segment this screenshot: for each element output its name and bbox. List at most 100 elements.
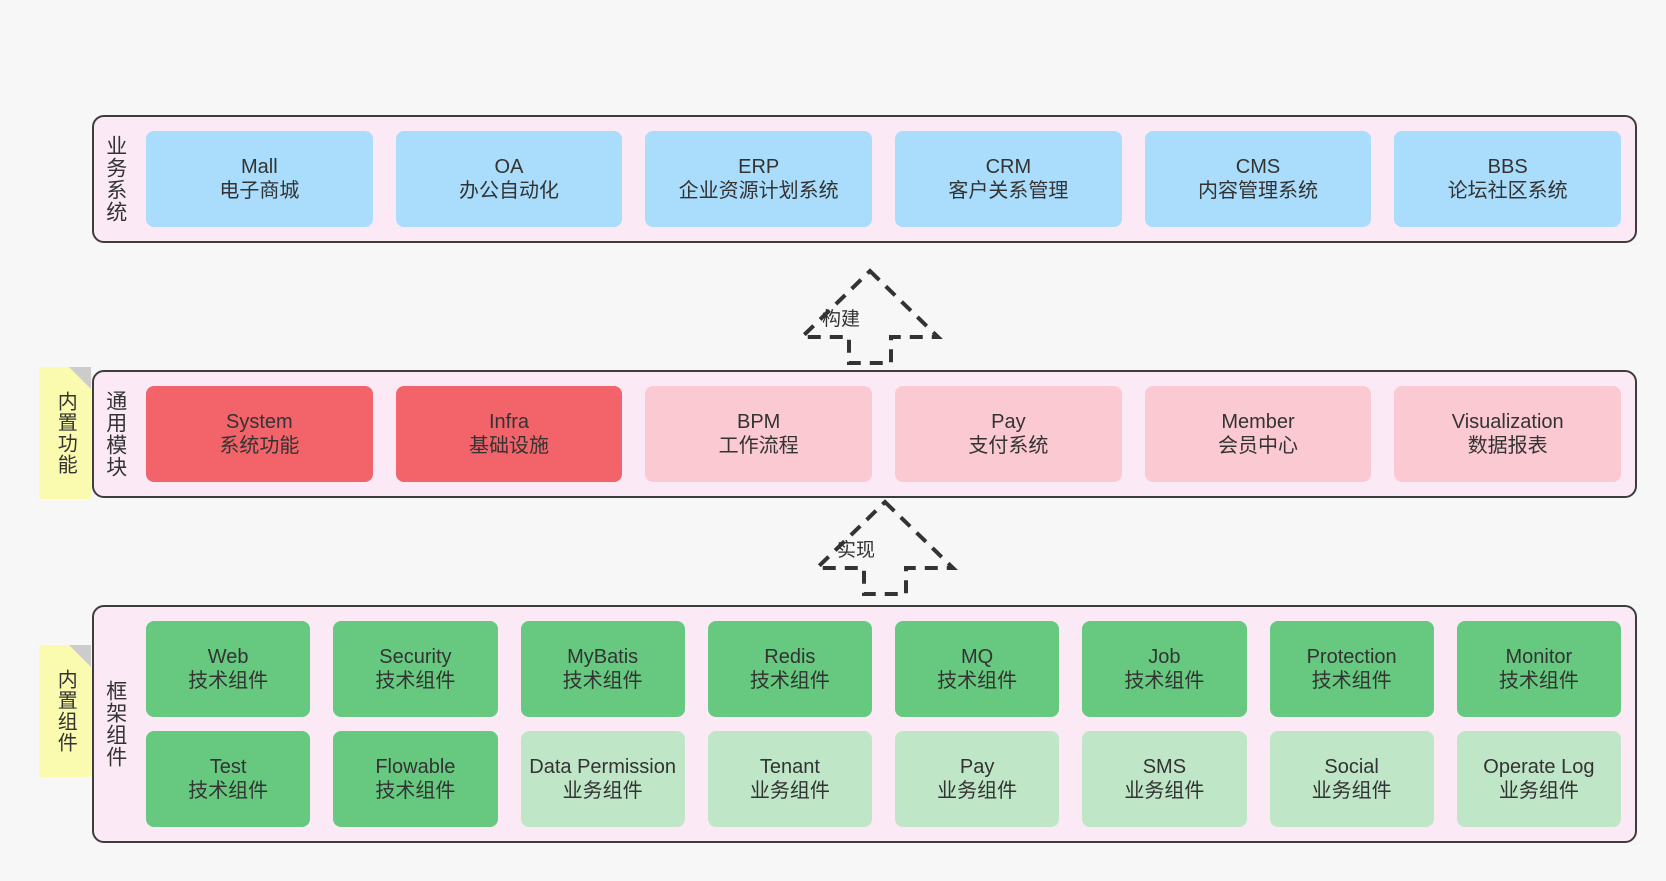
node-monitor[interactable]: Monitor 技术组件 bbox=[1456, 621, 1621, 717]
node-subtitle: 客户关系管理 bbox=[948, 180, 1069, 202]
node-member[interactable]: Member 会员中心 bbox=[1144, 386, 1372, 482]
layer-body-common-module: System 系统功能 Infra 基础设施 BPM 工作流程 Pay 支付系统… bbox=[136, 372, 1635, 496]
build-arrow-icon bbox=[797, 268, 943, 365]
node-subtitle: 企业资源计划系统 bbox=[678, 180, 839, 202]
node-subtitle: 技术组件 bbox=[1124, 670, 1205, 692]
node-operate-log[interactable]: Operate Log 业务组件 bbox=[1456, 731, 1621, 827]
node-row: Mall 电子商城 OA 办公自动化 ERP 企业资源计划系统 CRM 客户关系… bbox=[146, 131, 1622, 227]
node-title: BPM bbox=[737, 410, 781, 433]
node-test[interactable]: Test 技术组件 bbox=[146, 731, 311, 827]
node-pay-business[interactable]: Pay 业务组件 bbox=[895, 731, 1060, 827]
node-web[interactable]: Web 技术组件 bbox=[146, 621, 311, 717]
node-mall[interactable]: Mall 电子商城 bbox=[146, 131, 373, 227]
node-title: MyBatis bbox=[567, 645, 639, 668]
node-title: System bbox=[225, 410, 293, 433]
node-title: Test bbox=[209, 755, 247, 778]
node-subtitle: 基础设施 bbox=[469, 435, 549, 457]
connector-implement: 实现 bbox=[810, 496, 960, 596]
node-title: Visualization bbox=[1451, 410, 1564, 433]
layer-common-module: 通用模块 System 系统功能 Infra 基础设施 BPM 工作流程 Pay… bbox=[92, 370, 1637, 498]
node-title: Protection bbox=[1306, 645, 1397, 668]
node-sms[interactable]: SMS 业务组件 bbox=[1082, 731, 1247, 827]
node-subtitle: 技术组件 bbox=[375, 670, 456, 692]
sticky-note-builtin-component: 内置组件 bbox=[39, 645, 91, 777]
node-subtitle: 业务组件 bbox=[1498, 780, 1579, 802]
node-title: Tenant bbox=[759, 755, 820, 778]
node-pay[interactable]: Pay 支付系统 bbox=[895, 386, 1122, 482]
node-mq[interactable]: MQ 技术组件 bbox=[895, 621, 1060, 717]
layer-title-business-system: 业务系统 bbox=[103, 135, 127, 223]
node-subtitle: 业务组件 bbox=[562, 780, 643, 802]
sticky-note-builtin-function: 内置功能 bbox=[39, 367, 91, 499]
node-title: Redis bbox=[764, 645, 816, 668]
node-mybatis[interactable]: MyBatis 技术组件 bbox=[520, 621, 685, 717]
node-title: SMS bbox=[1142, 755, 1187, 778]
node-title: Monitor bbox=[1505, 645, 1573, 668]
layer-framework-component: 框架组件 Web 技术组件 Security 技术组件 MyBatis 技术组件… bbox=[92, 605, 1637, 843]
node-oa[interactable]: OA 办公自动化 bbox=[395, 131, 623, 227]
node-erp[interactable]: ERP 企业资源计划系统 bbox=[645, 131, 873, 227]
node-flowable[interactable]: Flowable 技术组件 bbox=[333, 731, 498, 827]
node-subtitle: 论坛社区系统 bbox=[1447, 180, 1568, 202]
connector-build: 构建 bbox=[795, 265, 945, 365]
folded-corner-icon bbox=[69, 367, 91, 389]
node-subtitle: 电子商城 bbox=[219, 180, 300, 202]
node-subtitle: 数据报表 bbox=[1467, 435, 1548, 457]
node-title: ERP bbox=[738, 155, 780, 178]
node-subtitle: 内容管理系统 bbox=[1198, 180, 1319, 202]
node-title: MQ bbox=[961, 645, 994, 668]
node-subtitle: 技术组件 bbox=[1498, 670, 1579, 692]
node-title: Web bbox=[207, 645, 249, 668]
node-title: Member bbox=[1221, 410, 1295, 433]
sticky-note-label: 内置组件 bbox=[54, 669, 77, 753]
node-title: Data Permission bbox=[529, 755, 676, 778]
node-bbs[interactable]: BBS 论坛社区系统 bbox=[1394, 131, 1622, 227]
node-subtitle: 业务组件 bbox=[749, 780, 830, 802]
node-data-permission[interactable]: Data Permission 业务组件 bbox=[520, 731, 685, 827]
node-subtitle: 技术组件 bbox=[1311, 670, 1392, 692]
node-subtitle: 技术组件 bbox=[188, 670, 269, 692]
node-title: Pay bbox=[959, 755, 995, 778]
node-subtitle: 系统功能 bbox=[219, 435, 300, 457]
layer-title-common-module: 通用模块 bbox=[103, 390, 127, 478]
node-crm[interactable]: CRM 客户关系管理 bbox=[895, 131, 1122, 227]
layer-title-framework-component: 框架组件 bbox=[103, 680, 127, 768]
node-subtitle: 技术组件 bbox=[937, 670, 1018, 692]
node-redis[interactable]: Redis 技术组件 bbox=[707, 621, 872, 717]
node-title: CMS bbox=[1235, 155, 1281, 178]
node-system[interactable]: System 系统功能 bbox=[146, 386, 373, 482]
node-job[interactable]: Job 技术组件 bbox=[1082, 621, 1247, 717]
node-subtitle: 技术组件 bbox=[562, 670, 643, 692]
node-protection[interactable]: Protection 技术组件 bbox=[1269, 621, 1434, 717]
node-subtitle: 会员中心 bbox=[1218, 435, 1299, 457]
layer-business-system: 业务系统 Mall 电子商城 OA 办公自动化 ERP 企业资源计划系统 CRM… bbox=[92, 115, 1637, 243]
node-title: CRM bbox=[985, 155, 1032, 178]
node-visualization[interactable]: Visualization 数据报表 bbox=[1394, 386, 1622, 482]
node-subtitle: 支付系统 bbox=[968, 435, 1049, 457]
node-cms[interactable]: CMS 内容管理系统 bbox=[1144, 131, 1372, 227]
node-subtitle: 技术组件 bbox=[749, 670, 830, 692]
node-row: Test 技术组件 Flowable 技术组件 Data Permission … bbox=[146, 731, 1621, 827]
node-bpm[interactable]: BPM 工作流程 bbox=[645, 386, 873, 482]
node-title: Mall bbox=[241, 155, 278, 178]
folded-corner-icon bbox=[69, 645, 91, 667]
node-row: System 系统功能 Infra 基础设施 BPM 工作流程 Pay 支付系统… bbox=[146, 386, 1622, 482]
layer-body-framework-component: Web 技术组件 Security 技术组件 MyBatis 技术组件 Redi… bbox=[136, 607, 1635, 841]
node-subtitle: 技术组件 bbox=[188, 780, 269, 802]
node-security[interactable]: Security 技术组件 bbox=[333, 621, 498, 717]
node-subtitle: 业务组件 bbox=[937, 780, 1018, 802]
implement-arrow-icon bbox=[812, 499, 958, 596]
sticky-note-label: 内置功能 bbox=[54, 391, 77, 475]
node-social[interactable]: Social 业务组件 bbox=[1269, 731, 1434, 827]
node-title: Job bbox=[1148, 645, 1181, 668]
layer-body-business-system: Mall 电子商城 OA 办公自动化 ERP 企业资源计划系统 CRM 客户关系… bbox=[136, 117, 1635, 241]
connector-implement-label: 实现 bbox=[837, 540, 876, 561]
node-infra[interactable]: Infra 基础设施 bbox=[395, 386, 623, 482]
node-subtitle: 业务组件 bbox=[1124, 780, 1205, 802]
node-tenant[interactable]: Tenant 业务组件 bbox=[707, 731, 872, 827]
node-subtitle: 技术组件 bbox=[375, 780, 456, 802]
node-subtitle: 办公自动化 bbox=[459, 180, 559, 202]
node-subtitle: 工作流程 bbox=[718, 435, 799, 457]
node-title: Operate Log bbox=[1483, 755, 1595, 778]
